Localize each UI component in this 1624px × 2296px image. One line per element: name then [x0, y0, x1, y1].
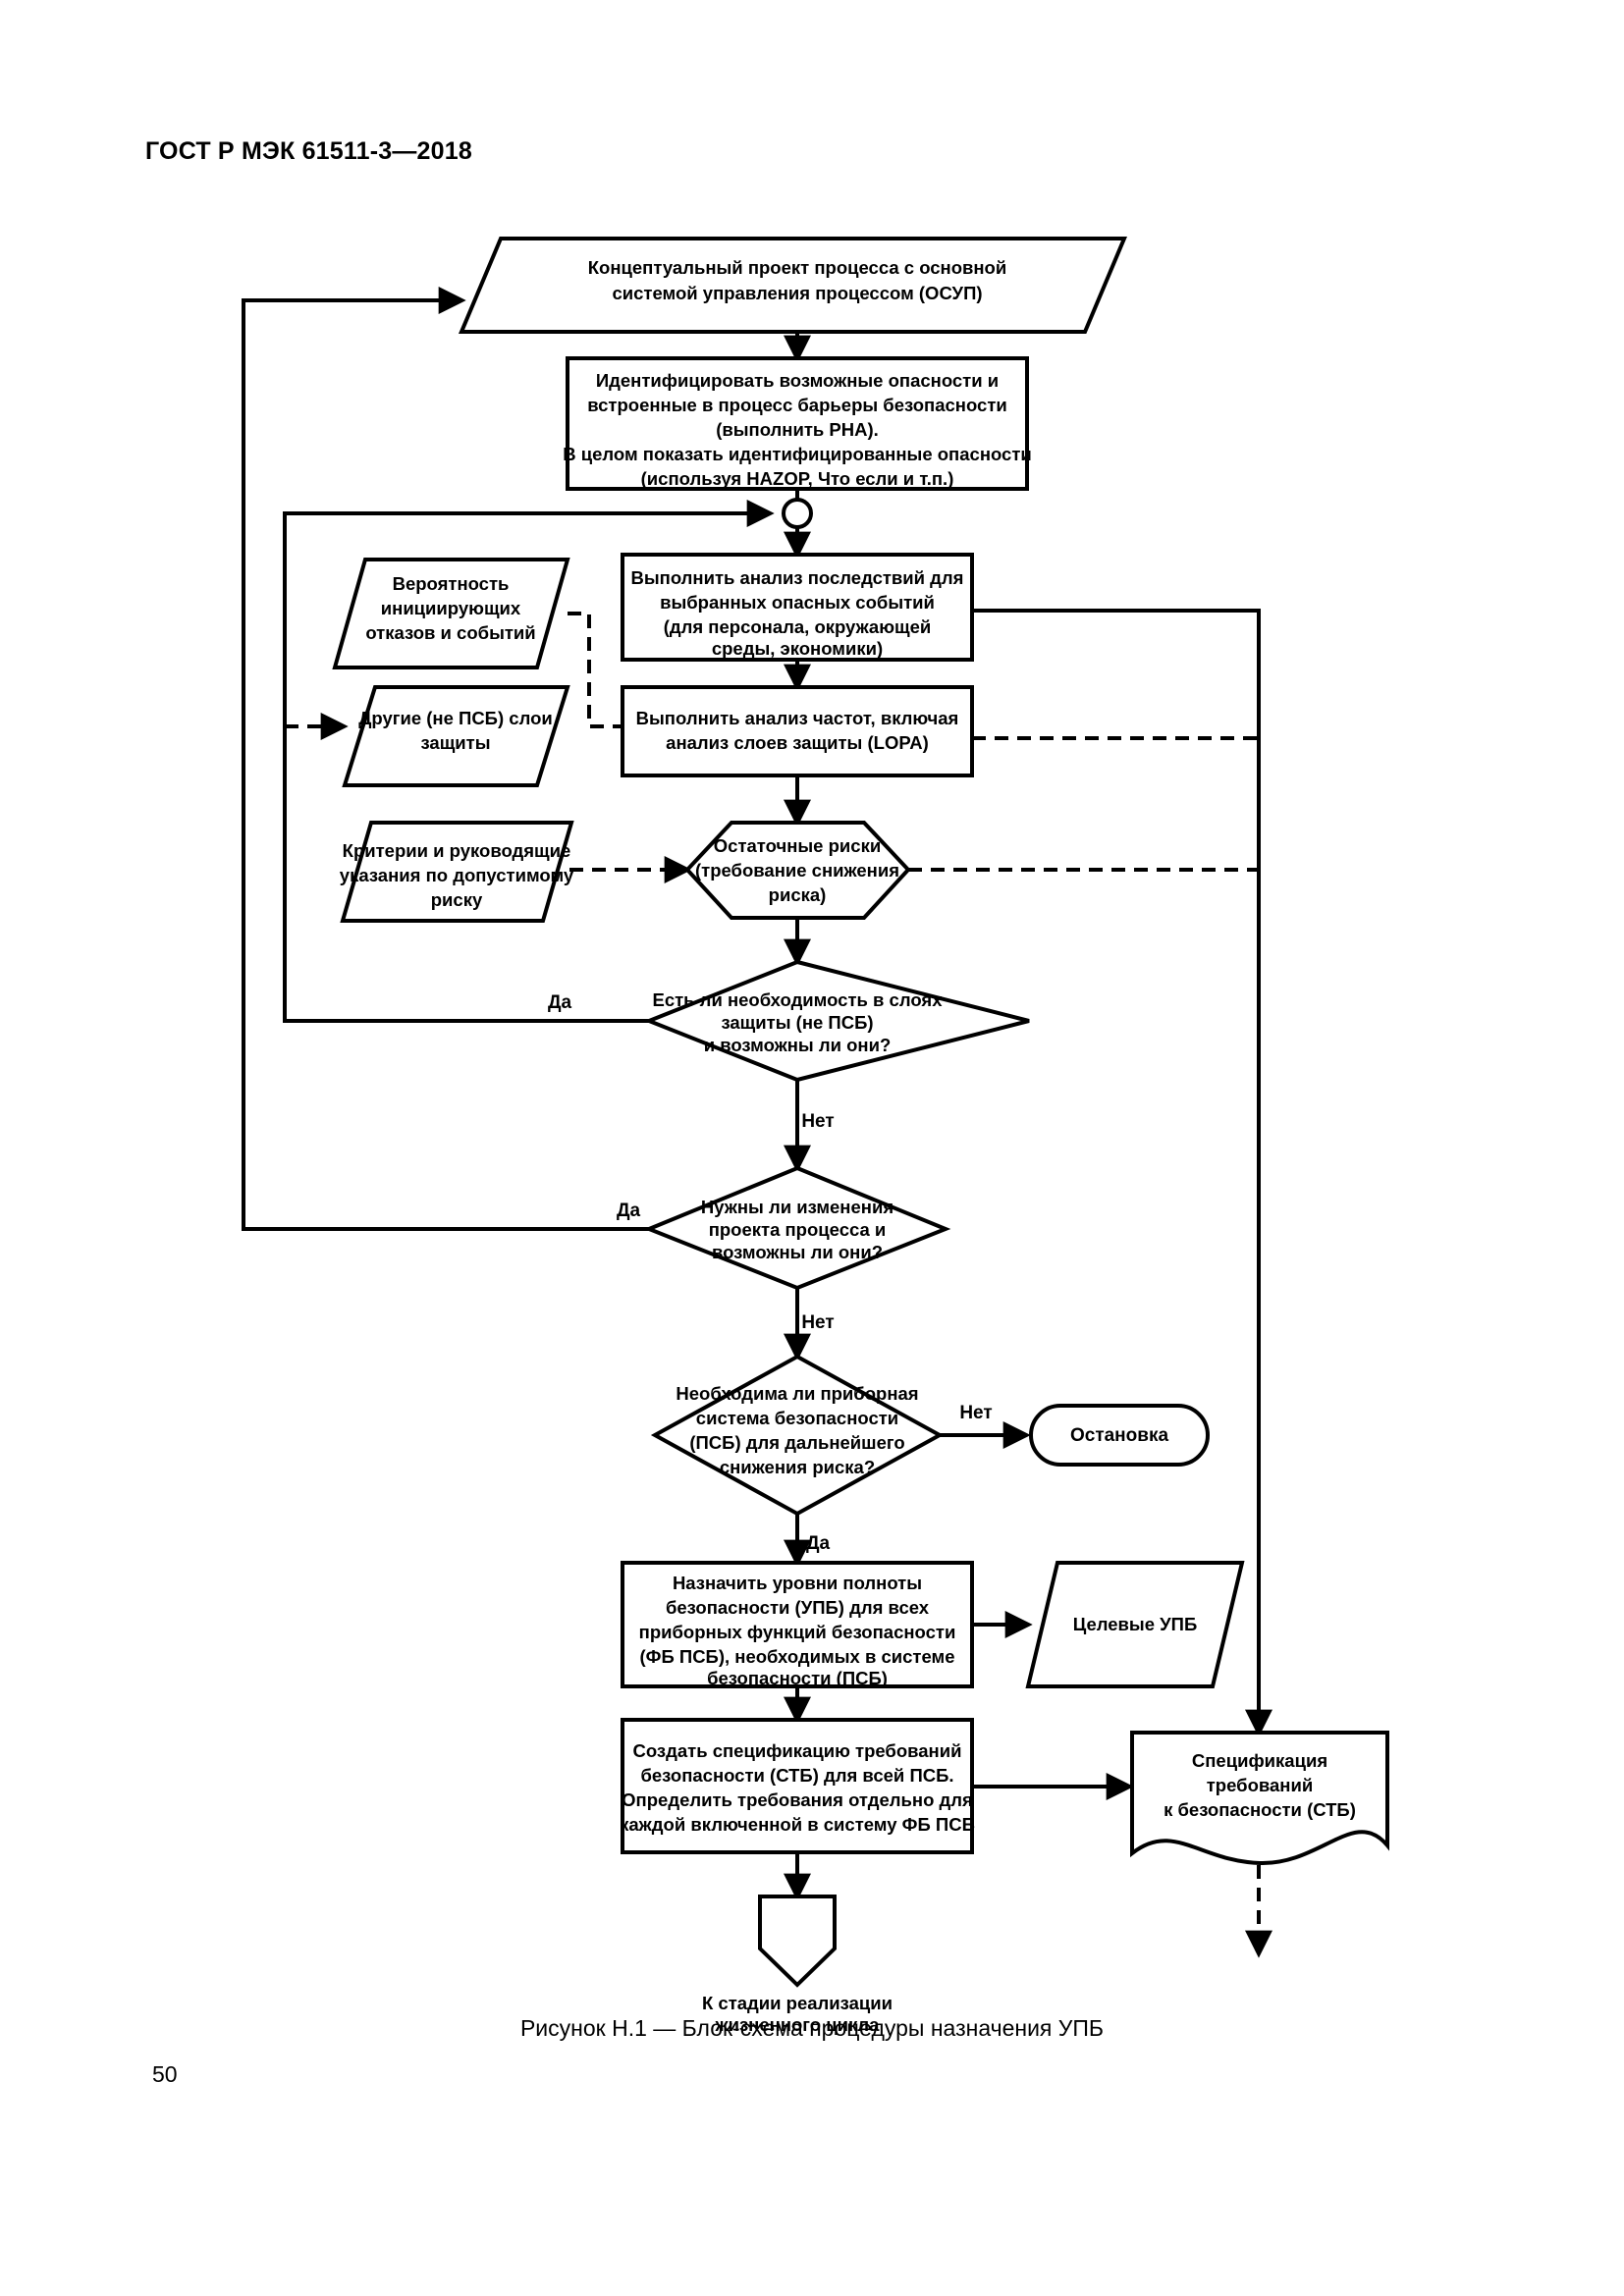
connector-dashed-probability: [568, 612, 675, 740]
node-frequency-analysis-lopa-line-0: Выполнить анализ частот, включая: [636, 708, 959, 728]
node-consequence-analysis-line-2: (для персонала, окружающей: [664, 616, 932, 637]
node-decision-process-changes-line-1: проекта процесса и: [709, 1219, 887, 1240]
node-next-stage-caption-line-1: жизненного цикла: [715, 2014, 881, 2035]
node-frequency-analysis-lopa: Выполнить анализ частот, включая анализ …: [621, 685, 974, 777]
node-decision-process-changes-line-0: Нужны ли изменения: [701, 1197, 893, 1217]
node-concept-design-line-1: системой управления процессом (ОСУП): [612, 283, 982, 303]
node-residual-risk-line-1: (требование снижения: [695, 860, 899, 881]
node-decision-process-changes: Нужны ли изменения проекта процесса и во…: [643, 1165, 951, 1291]
page-number: 50: [152, 2061, 178, 2087]
node-next-stage-caption: К стадии реализации жизненного цикла: [702, 1993, 893, 2035]
node-initiating-probability-line-2: отказов и событий: [365, 622, 535, 643]
node-target-sil-label: Целевые УПБ: [1073, 1614, 1198, 1634]
node-decision-sis-needed-line-0: Необходима ли приборная: [676, 1383, 918, 1404]
edge-label-no-process: Нет: [801, 1312, 834, 1333]
node-srs-document: Спецификация требований к безопасности (…: [1130, 1731, 1389, 1866]
page-title: ГОСТ Р МЭК 61511-3—2018: [145, 137, 472, 165]
figure-caption: Рисунок Н.1 — Блок-схема процедуры назна…: [519, 2015, 1105, 2041]
edge-label-no-sis: Нет: [959, 1403, 992, 1423]
node-offpage-connector: [758, 1895, 837, 1988]
connector-right-rail: [972, 609, 1272, 1737]
node-assign-sil-line-1: безопасности (УПБ) для всех: [666, 1597, 930, 1618]
node-create-srs: Создать спецификацию требований безопасн…: [620, 1718, 975, 1854]
node-decision-need-layers-line-1: защиты (не ПСБ): [721, 1012, 873, 1033]
connector-outer-feedback: [242, 287, 649, 1231]
node-initiating-probability: Вероятность инициирующих отказов и событ…: [332, 558, 570, 669]
edge-label-no-layers: Нет: [801, 1111, 834, 1132]
node-decision-sis-needed: Необходима ли приборная система безопасн…: [650, 1354, 945, 1517]
node-risk-criteria-line-2: риску: [431, 889, 483, 910]
node-assign-sil-line-4: безопасности (ПСБ): [707, 1668, 888, 1688]
node-assign-sil: Назначить уровни полноты безопасности (У…: [621, 1561, 974, 1688]
node-junction-circle: [782, 498, 813, 529]
node-residual-risk-line-0: Остаточные риски: [714, 835, 881, 856]
node-consequence-analysis-line-0: Выполнить анализ последствий для: [631, 567, 964, 588]
node-frequency-analysis-lopa-line-1: анализ слоев защиты (LOPA): [666, 732, 929, 753]
node-other-protection-layers: Другие (не ПСБ) слои защиты: [342, 685, 570, 787]
edge-label-yes-sis: Да: [806, 1533, 831, 1554]
node-risk-criteria-line-1: указания по допустимому: [340, 865, 574, 885]
node-decision-process-changes-line-2: возможны ли они?: [712, 1242, 883, 1262]
node-stop-terminator: Остановка: [1029, 1404, 1210, 1467]
node-decision-need-layers-line-2: и возможны ли они?: [704, 1035, 892, 1055]
node-assign-sil-line-0: Назначить уровни полноты: [673, 1573, 922, 1593]
node-srs-document-line-2: к безопасности (СТБ): [1164, 1799, 1356, 1820]
edge-label-yes-layers: Да: [548, 992, 572, 1013]
node-risk-criteria: Критерии и руководящие указания по допус…: [340, 821, 574, 923]
node-identify-hazards-line-1: встроенные в процесс барьеры безопасност…: [587, 395, 1007, 415]
node-create-srs-line-3: каждой включенной в систему ФБ ПСБ: [620, 1814, 975, 1835]
node-consequence-analysis: Выполнить анализ последствий для выбранн…: [621, 553, 974, 662]
node-create-srs-line-2: Определить требования отдельно для: [622, 1789, 973, 1810]
node-consequence-analysis-line-3: среды, экономики): [712, 638, 883, 659]
node-concept-design-line-0: Концептуальный проект процесса с основно…: [588, 257, 1007, 278]
node-create-srs-line-0: Создать спецификацию требований: [633, 1740, 962, 1761]
node-srs-document-line-1: требований: [1207, 1775, 1313, 1795]
node-srs-document-line-0: Спецификация: [1192, 1750, 1327, 1771]
node-target-sil: Целевые УПБ: [1025, 1561, 1245, 1688]
node-next-stage-caption-line-0: К стадии реализации: [702, 1993, 893, 2013]
node-residual-risk: Остаточные риски (требование снижения ри…: [684, 821, 911, 920]
node-decision-sis-needed-line-1: система безопасности: [696, 1408, 898, 1428]
node-identify-hazards-line-4: (используя HAZOP, Что если и т.п.): [641, 468, 954, 489]
node-identify-hazards-line-3: В целом показать идентифицированные опас…: [563, 444, 1032, 464]
node-residual-risk-line-2: риска): [769, 884, 827, 905]
node-initiating-probability-line-0: Вероятность: [393, 573, 510, 594]
node-stop-terminator-label: Остановка: [1070, 1425, 1168, 1446]
node-decision-need-layers: Есть ли необходимость в слоях защиты (не…: [643, 959, 1030, 1083]
node-other-protection-layers-line-0: Другие (не ПСБ) слои: [358, 708, 553, 728]
node-identify-hazards-line-0: Идентифицировать возможные опасности и: [596, 370, 999, 391]
node-other-protection-layers-line-1: защиты: [420, 732, 490, 753]
node-decision-need-layers-line-0: Есть ли необходимость в слоях: [652, 989, 943, 1010]
edge-label-yes-process: Да: [617, 1201, 641, 1221]
node-assign-sil-line-2: приборных функций безопасности: [639, 1622, 956, 1642]
node-concept-design: Концептуальный проект процесса с основно…: [458, 237, 1128, 334]
node-risk-criteria-line-0: Критерии и руководящие: [343, 840, 571, 861]
node-initiating-probability-line-1: инициирующих: [381, 598, 521, 618]
connector-inner-feedback: [283, 500, 775, 1023]
node-decision-sis-needed-line-2: (ПСБ) для дальнейшего: [689, 1432, 904, 1453]
node-assign-sil-line-3: (ФБ ПСБ), необходимых в системе: [640, 1646, 955, 1667]
node-decision-sis-needed-line-3: снижения риска?: [720, 1457, 875, 1477]
node-identify-hazards-line-2: (выполнить PHA).: [716, 419, 879, 440]
node-consequence-analysis-line-1: выбранных опасных событий: [660, 592, 935, 613]
node-create-srs-line-1: безопасности (СТБ) для всей ПСБ.: [640, 1765, 953, 1786]
node-identify-hazards: Идентифицировать возможные опасности и в…: [563, 356, 1032, 491]
